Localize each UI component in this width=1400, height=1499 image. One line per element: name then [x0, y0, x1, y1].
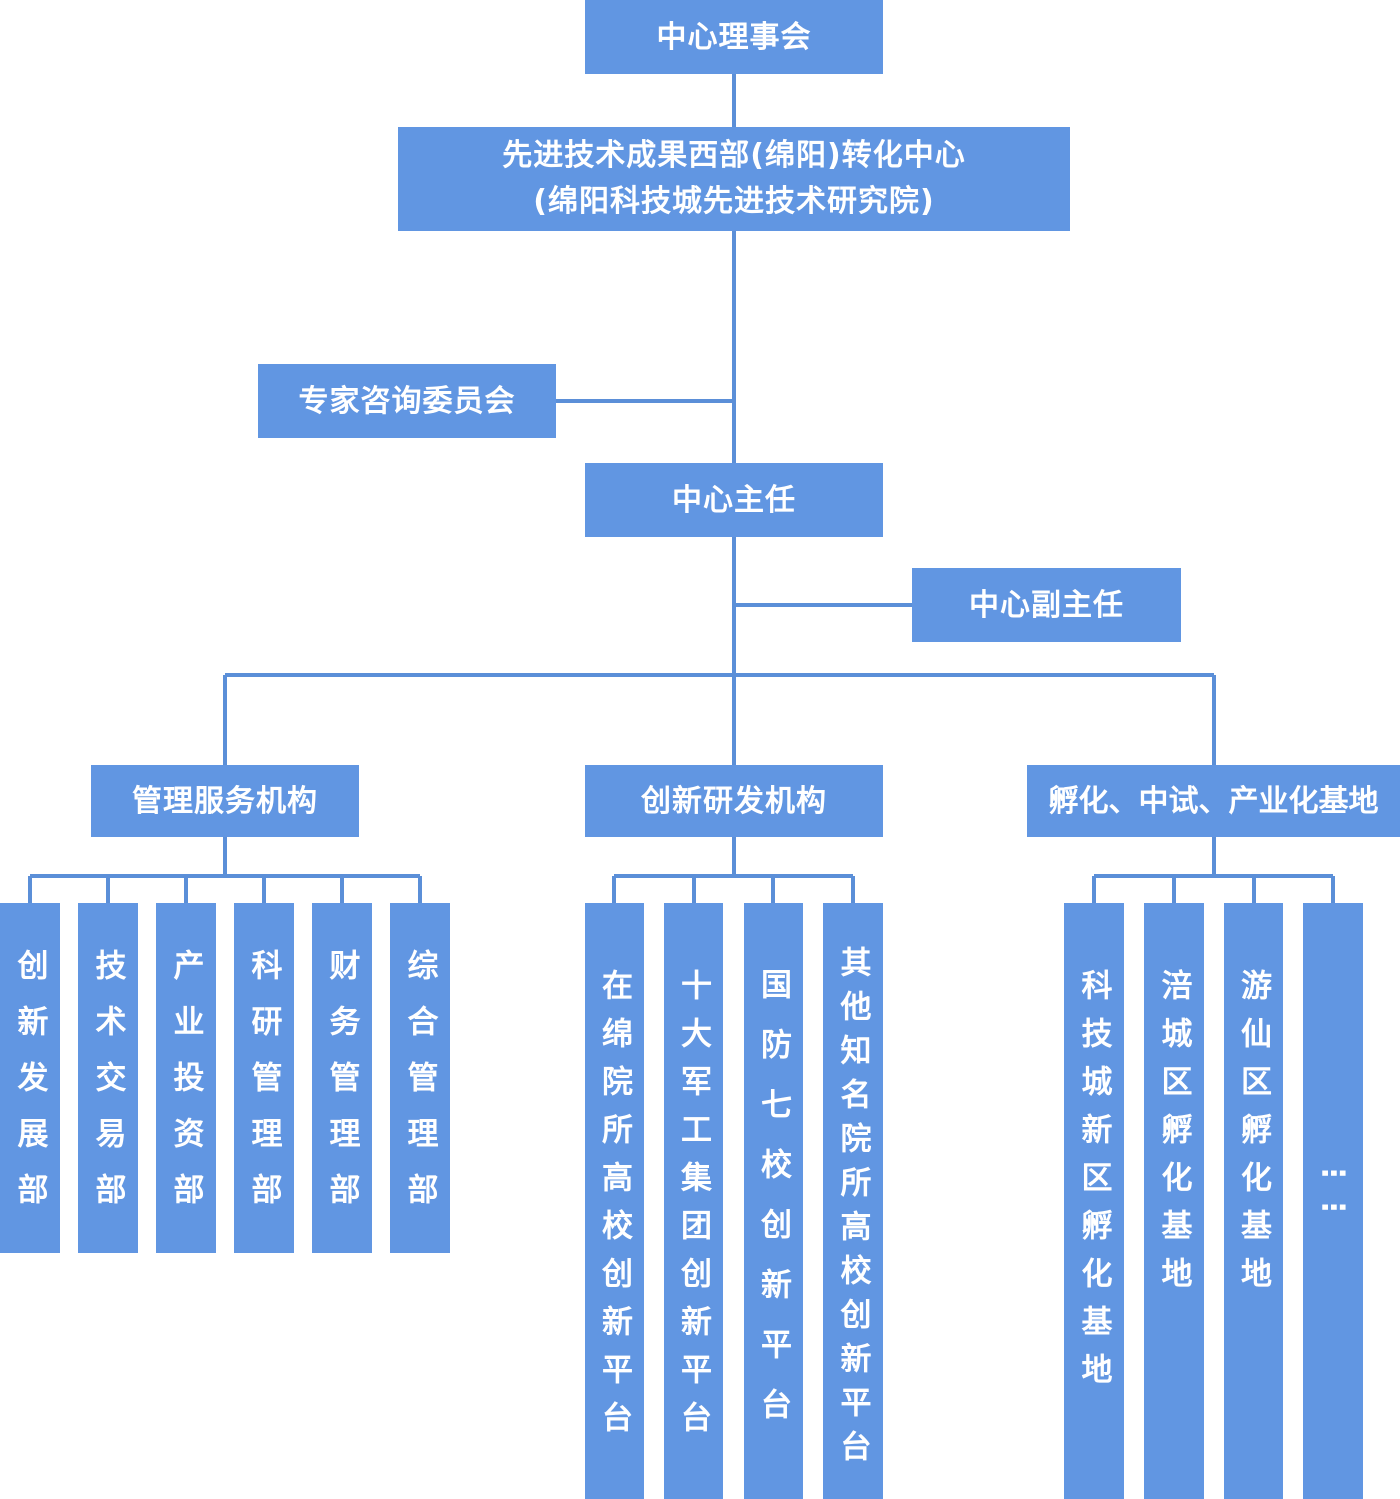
- base-column: 游仙区孵化基地: [1224, 903, 1283, 1499]
- department-column: 综合管理部: [390, 903, 450, 1253]
- department-column: 产业投资部: [156, 903, 216, 1253]
- platform-label: 十大军工集团创新平台: [675, 969, 711, 1449]
- platform-label: 其他知名院所高校创新平台: [834, 946, 871, 1474]
- platform-column: 十大军工集团创新平台: [664, 903, 723, 1499]
- ellipsis-label: ⋮⋮: [1315, 1158, 1351, 1226]
- department-label: 技术交易部: [89, 949, 126, 1229]
- base-label: 涪城区孵化基地: [1155, 969, 1192, 1305]
- department-column: 财务管理部: [312, 903, 372, 1253]
- base-column: 涪城区孵化基地: [1144, 903, 1204, 1499]
- director-label: 中心主任: [672, 482, 796, 518]
- platform-label: 国防七校创新平台: [755, 968, 791, 1448]
- management-branch-box: 管理服务机构: [91, 765, 359, 837]
- base-label: 科技城新区孵化基地: [1075, 969, 1112, 1401]
- innovation-branch-label: 创新研发机构: [641, 783, 827, 819]
- department-label: 科研管理部: [245, 949, 282, 1229]
- base-label: 游仙区孵化基地: [1235, 969, 1271, 1305]
- platform-label: 在绵院所高校创新平台: [596, 969, 632, 1449]
- deputy-director-label: 中心副主任: [969, 587, 1124, 623]
- deputy-director-box: 中心副主任: [912, 568, 1181, 642]
- innovation-branch-box: 创新研发机构: [585, 765, 883, 837]
- department-label: 创新发展部: [11, 949, 48, 1229]
- director-box: 中心主任: [585, 463, 883, 537]
- expert-committee-box: 专家咨询委员会: [258, 364, 556, 438]
- platform-column: 其他知名院所高校创新平台: [823, 903, 883, 1499]
- platform-column: 在绵院所高校创新平台: [585, 903, 644, 1499]
- department-column: 技术交易部: [78, 903, 138, 1253]
- expert-committee-label: 专家咨询委员会: [298, 383, 516, 419]
- department-column: 科研管理部: [234, 903, 294, 1253]
- board-box: 中心理事会: [585, 0, 883, 74]
- incubation-branch-box: 孵化、中试、产业化基地: [1027, 765, 1400, 837]
- incubation-branch-label: 孵化、中试、产业化基地: [1048, 783, 1379, 819]
- management-branch-label: 管理服务机构: [132, 783, 318, 819]
- base-column: 科技城新区孵化基地: [1064, 903, 1124, 1499]
- board-label: 中心理事会: [656, 19, 812, 55]
- department-label: 综合管理部: [401, 949, 438, 1229]
- platform-column: 国防七校创新平台: [744, 903, 803, 1499]
- department-label: 产业投资部: [167, 949, 204, 1229]
- center-label-line2: (绵阳科技城先进技术研究院): [533, 184, 935, 219]
- department-column: 创新发展部: [0, 903, 60, 1253]
- center-label-line1: 先进技术成果西部(绵阳)转化中心: [502, 137, 966, 173]
- department-label: 财务管理部: [323, 949, 360, 1229]
- center-box: 先进技术成果西部(绵阳)转化中心 (绵阳科技城先进技术研究院): [398, 127, 1070, 231]
- base-column: ⋮⋮: [1303, 903, 1363, 1499]
